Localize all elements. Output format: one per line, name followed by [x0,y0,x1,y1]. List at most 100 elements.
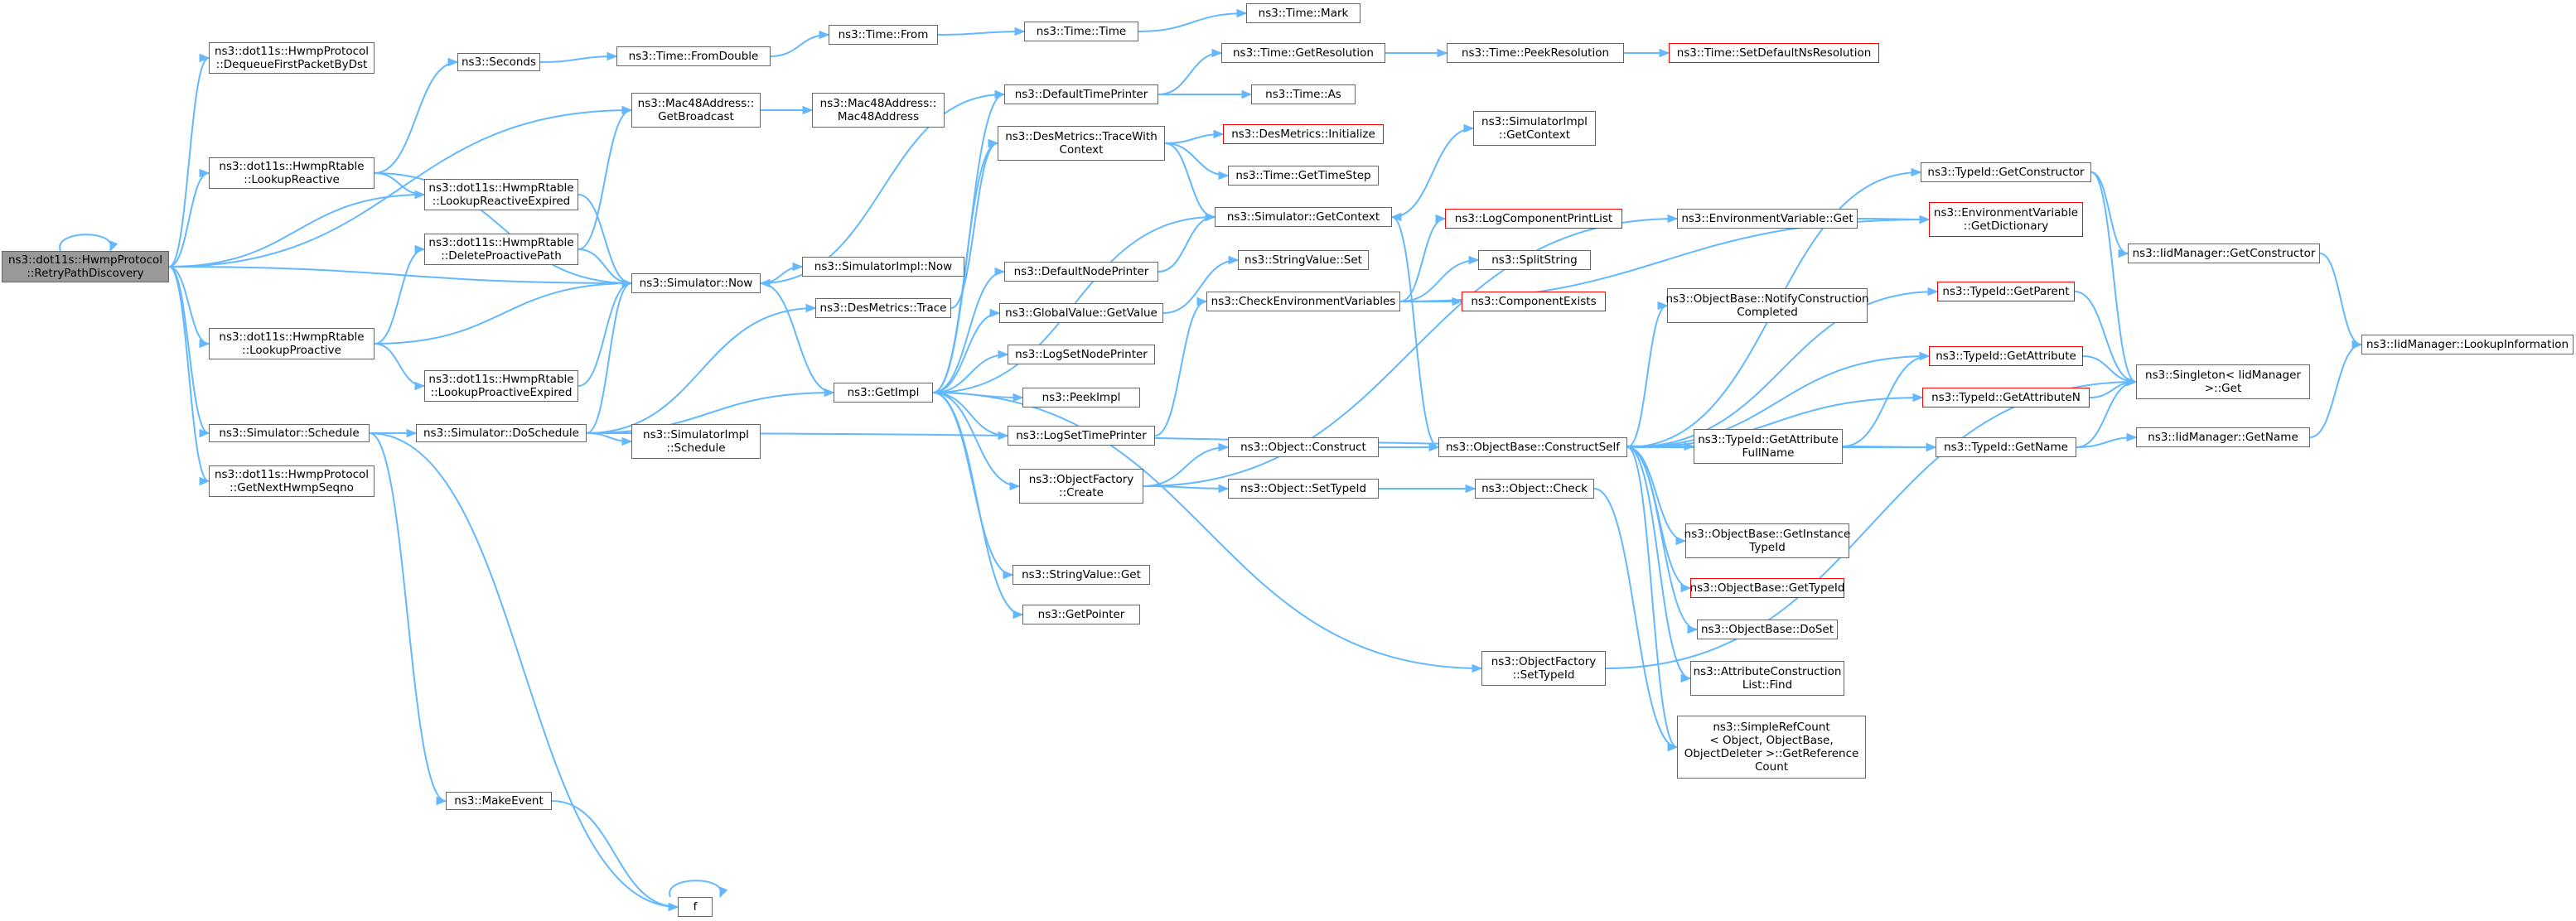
node-log-component-print-list[interactable]: ns3::LogComponentPrintList [1445,209,1622,229]
node-time-get-time-step[interactable]: ns3::Time::GetTimeStep [1228,166,1379,186]
edge-retry-path-discovery-to-simulator-schedule [168,266,210,434]
node-dequeue-first-packet-by-dst[interactable]: ns3::dot11s::HwmpProtocol ::DequeueFirst… [209,42,375,74]
node-label: ns3::ComponentExists [1471,295,1597,308]
node-simulator-impl-schedule[interactable]: ns3::SimulatorImpl ::Schedule [631,424,761,459]
node-object-check[interactable]: ns3::Object::Check [1475,479,1594,499]
node-lookup-reactive[interactable]: ns3::dot11s::HwmpRtable ::LookupReactive [209,157,375,189]
node-label: ns3::Time::GetResolution [1232,46,1374,60]
node-time-from-double[interactable]: ns3::Time::FromDouble [616,46,771,66]
node-environment-variable-get[interactable]: ns3::EnvironmentVariable::Get [1677,209,1858,229]
node-simulator-now[interactable]: ns3::Simulator::Now [631,273,761,293]
node-label: ns3::AttributeConstruction List::Find [1693,665,1842,692]
node-simulator-impl-get-context[interactable]: ns3::SimulatorImpl ::GetContext [1473,111,1596,146]
node-log-set-node-printer[interactable]: ns3::LogSetNodePrinter [1008,345,1155,364]
node-global-value-get-value[interactable]: ns3::GlobalValue::GetValue [999,303,1163,323]
node-delete-proactive-path[interactable]: ns3::dot11s::HwmpRtable ::DeleteProactiv… [424,234,578,265]
node-retry-path-discovery[interactable]: ns3::dot11s::HwmpProtocol ::RetryPathDis… [2,251,169,282]
node-component-exists[interactable]: ns3::ComponentExists [1462,292,1606,311]
node-object-factory-set-type-id[interactable]: ns3::ObjectFactory ::SetTypeId [1481,651,1606,686]
node-simulator-impl-now[interactable]: ns3::SimulatorImpl::Now [802,257,964,277]
node-des-metrics-trace[interactable]: ns3::DesMetrics::Trace [815,298,951,318]
node-get-next-hwmp-seqno[interactable]: ns3::dot11s::HwmpProtocol ::GetNextHwmpS… [209,465,375,497]
node-simulator-schedule[interactable]: ns3::Simulator::Schedule [209,424,370,442]
node-label: ns3::ObjectBase::GetInstance TypeId [1684,528,1851,554]
edge-global-value-get-value-to-string-value-set-arrowhead [1228,255,1240,265]
node-lookup-reactive-expired[interactable]: ns3::dot11s::HwmpRtable ::LookupReactive… [424,179,578,210]
node-time-from[interactable]: ns3::Time::From [829,25,938,45]
node-object-base-get-type-id[interactable]: ns3::ObjectBase::GetTypeId [1690,578,1844,598]
edge-check-environment-variables-to-split-string-arrowhead [1468,255,1480,265]
edge-get-impl-to-global-value-get-value-arrowhead [989,308,1001,318]
node-label: ns3::ObjectBase::GetTypeId [1689,581,1845,595]
node-default-time-printer[interactable]: ns3::DefaultTimePrinter [1004,84,1158,104]
node-peek-impl[interactable]: ns3::PeekImpl [1022,388,1140,407]
node-object-base-do-set[interactable]: ns3::ObjectBase::DoSet [1697,620,1838,639]
node-notify-construction-completed[interactable]: ns3::ObjectBase::NotifyConstruction Comp… [1665,288,1869,323]
node-default-node-printer[interactable]: ns3::DefaultNodePrinter [1004,262,1158,282]
node-environment-variable-get-dictionary[interactable]: ns3::EnvironmentVariable ::GetDictionary [1929,202,2083,237]
edge-get-impl-to-object-factory-set-type-id [932,392,1482,669]
node-get-instance-type-id[interactable]: ns3::ObjectBase::GetInstance TypeId [1684,523,1851,558]
node-label: ns3::Singleton< IidManager >::Get [2145,369,2301,395]
node-time-time[interactable]: ns3::Time::Time [1024,22,1138,41]
node-time-peek-resolution[interactable]: ns3::Time::PeekResolution [1447,43,1624,63]
edge-default-time-printer-to-time-get-resolution [1158,52,1222,95]
node-label: ns3::Object::SetTypeId [1240,482,1367,495]
node-seconds[interactable]: ns3::Seconds [457,53,540,71]
node-type-id-get-parent[interactable]: ns3::TypeId::GetParent [1937,282,2075,301]
node-get-impl[interactable]: ns3::GetImpl [834,383,933,403]
node-label: ns3::IidManager::GetName [2148,431,2298,444]
node-split-string[interactable]: ns3::SplitString [1478,250,1591,270]
edge-simulator-now-to-simulator-impl-now-arrowhead [792,262,804,272]
node-label: ns3::MakeEvent [454,794,544,808]
node-object-factory-create[interactable]: ns3::ObjectFactory ::Create [1019,469,1143,504]
node-object-base-construct-self[interactable]: ns3::ObjectBase::ConstructSelf [1438,437,1627,457]
node-iid-manager-lookup-information[interactable]: ns3::IidManager::LookupInformation [2361,335,2574,354]
node-singleton-iid-manager-get[interactable]: ns3::Singleton< IidManager >::Get [2136,364,2310,399]
node-mac48-address[interactable]: ns3::Mac48Address:: Mac48Address [812,93,945,128]
node-label: ns3::StringValue::Set [1245,253,1362,267]
node-check-environment-variables[interactable]: ns3::CheckEnvironmentVariables [1206,292,1400,311]
node-object-set-type-id[interactable]: ns3::Object::SetTypeId [1228,479,1379,499]
node-attribute-construction-list-find[interactable]: ns3::AttributeConstruction List::Find [1690,661,1844,696]
node-time-mark[interactable]: ns3::Time::Mark [1246,3,1360,23]
edge-delete-proactive-path-to-mac48-get-broadcast-arrowhead [621,105,633,115]
edge-time-time-to-time-mark-arrowhead [1236,8,1248,18]
node-type-id-get-name[interactable]: ns3::TypeId::GetName [1936,437,2076,457]
node-des-metrics-trace-with-context[interactable]: ns3::DesMetrics::TraceWith Context [998,126,1165,161]
node-string-value-set[interactable]: ns3::StringValue::Set [1238,250,1369,270]
node-label: ns3::LogSetTimePrinter [1016,429,1147,442]
edge-retry-path-discovery-to-retry-path-discovery-arrowhead [109,240,118,253]
node-get-attribute-full-name[interactable]: ns3::TypeId::GetAttribute FullName [1694,429,1843,464]
node-time-set-default-ns-resolution[interactable]: ns3::Time::SetDefaultNsResolution [1669,43,1879,63]
node-simulator-get-context[interactable]: ns3::Simulator::GetContext [1215,207,1392,227]
node-simple-ref-count-get-reference-count[interactable]: ns3::SimpleRefCount < Object, ObjectBase… [1677,716,1866,779]
node-label: ns3::Time::GetTimeStep [1235,169,1371,182]
edge-lookup-proactive-to-lookup-proactive-expired-arrowhead [414,381,426,391]
node-get-pointer[interactable]: ns3::GetPointer [1022,605,1140,624]
node-lookup-proactive-expired[interactable]: ns3::dot11s::HwmpRtable ::LookupProactiv… [424,370,578,402]
node-lookup-proactive[interactable]: ns3::dot11s::HwmpRtable ::LookupProactiv… [209,328,375,359]
edge-object-base-construct-self-to-simple-ref-count-get-reference-count-arrowhead [1667,742,1679,752]
node-mac48-get-broadcast[interactable]: ns3::Mac48Address:: GetBroadcast [631,93,761,128]
edge-global-value-get-value-to-string-value-set [1162,259,1239,314]
node-label: ns3::SimulatorImpl::Now [814,260,953,273]
node-type-id-get-attribute-n[interactable]: ns3::TypeId::GetAttributeN [1922,388,2090,407]
node-label: ns3::Time::From [838,28,929,41]
node-iid-manager-get-name[interactable]: ns3::IidManager::GetName [2136,427,2310,447]
node-type-id-get-attribute[interactable]: ns3::TypeId::GetAttribute [1929,346,2083,366]
node-time-get-resolution[interactable]: ns3::Time::GetResolution [1221,43,1385,63]
node-make-event[interactable]: ns3::MakeEvent [446,792,552,810]
node-type-id-get-constructor[interactable]: ns3::TypeId::GetConstructor [1921,162,2091,182]
node-log-set-time-printer[interactable]: ns3::LogSetTimePrinter [1008,426,1155,446]
edge-make-event-to-f [551,800,679,908]
node-string-value-get[interactable]: ns3::StringValue::Get [1013,565,1150,585]
node-iid-manager-get-constructor[interactable]: ns3::IidManager::GetConstructor [2128,244,2320,263]
node-des-metrics-initialize[interactable]: ns3::DesMetrics::Initialize [1223,124,1384,144]
node-object-construct[interactable]: ns3::Object::Construct [1228,437,1379,457]
node-f[interactable]: f [678,897,713,917]
edge-object-base-construct-self-to-simple-ref-count-get-reference-count [1626,446,1678,748]
edge-log-set-time-printer-to-check-environment-variables-arrowhead [1196,297,1208,306]
node-simulator-do-schedule[interactable]: ns3::Simulator::DoSchedule [416,424,587,442]
node-time-as[interactable]: ns3::Time::As [1251,84,1356,104]
